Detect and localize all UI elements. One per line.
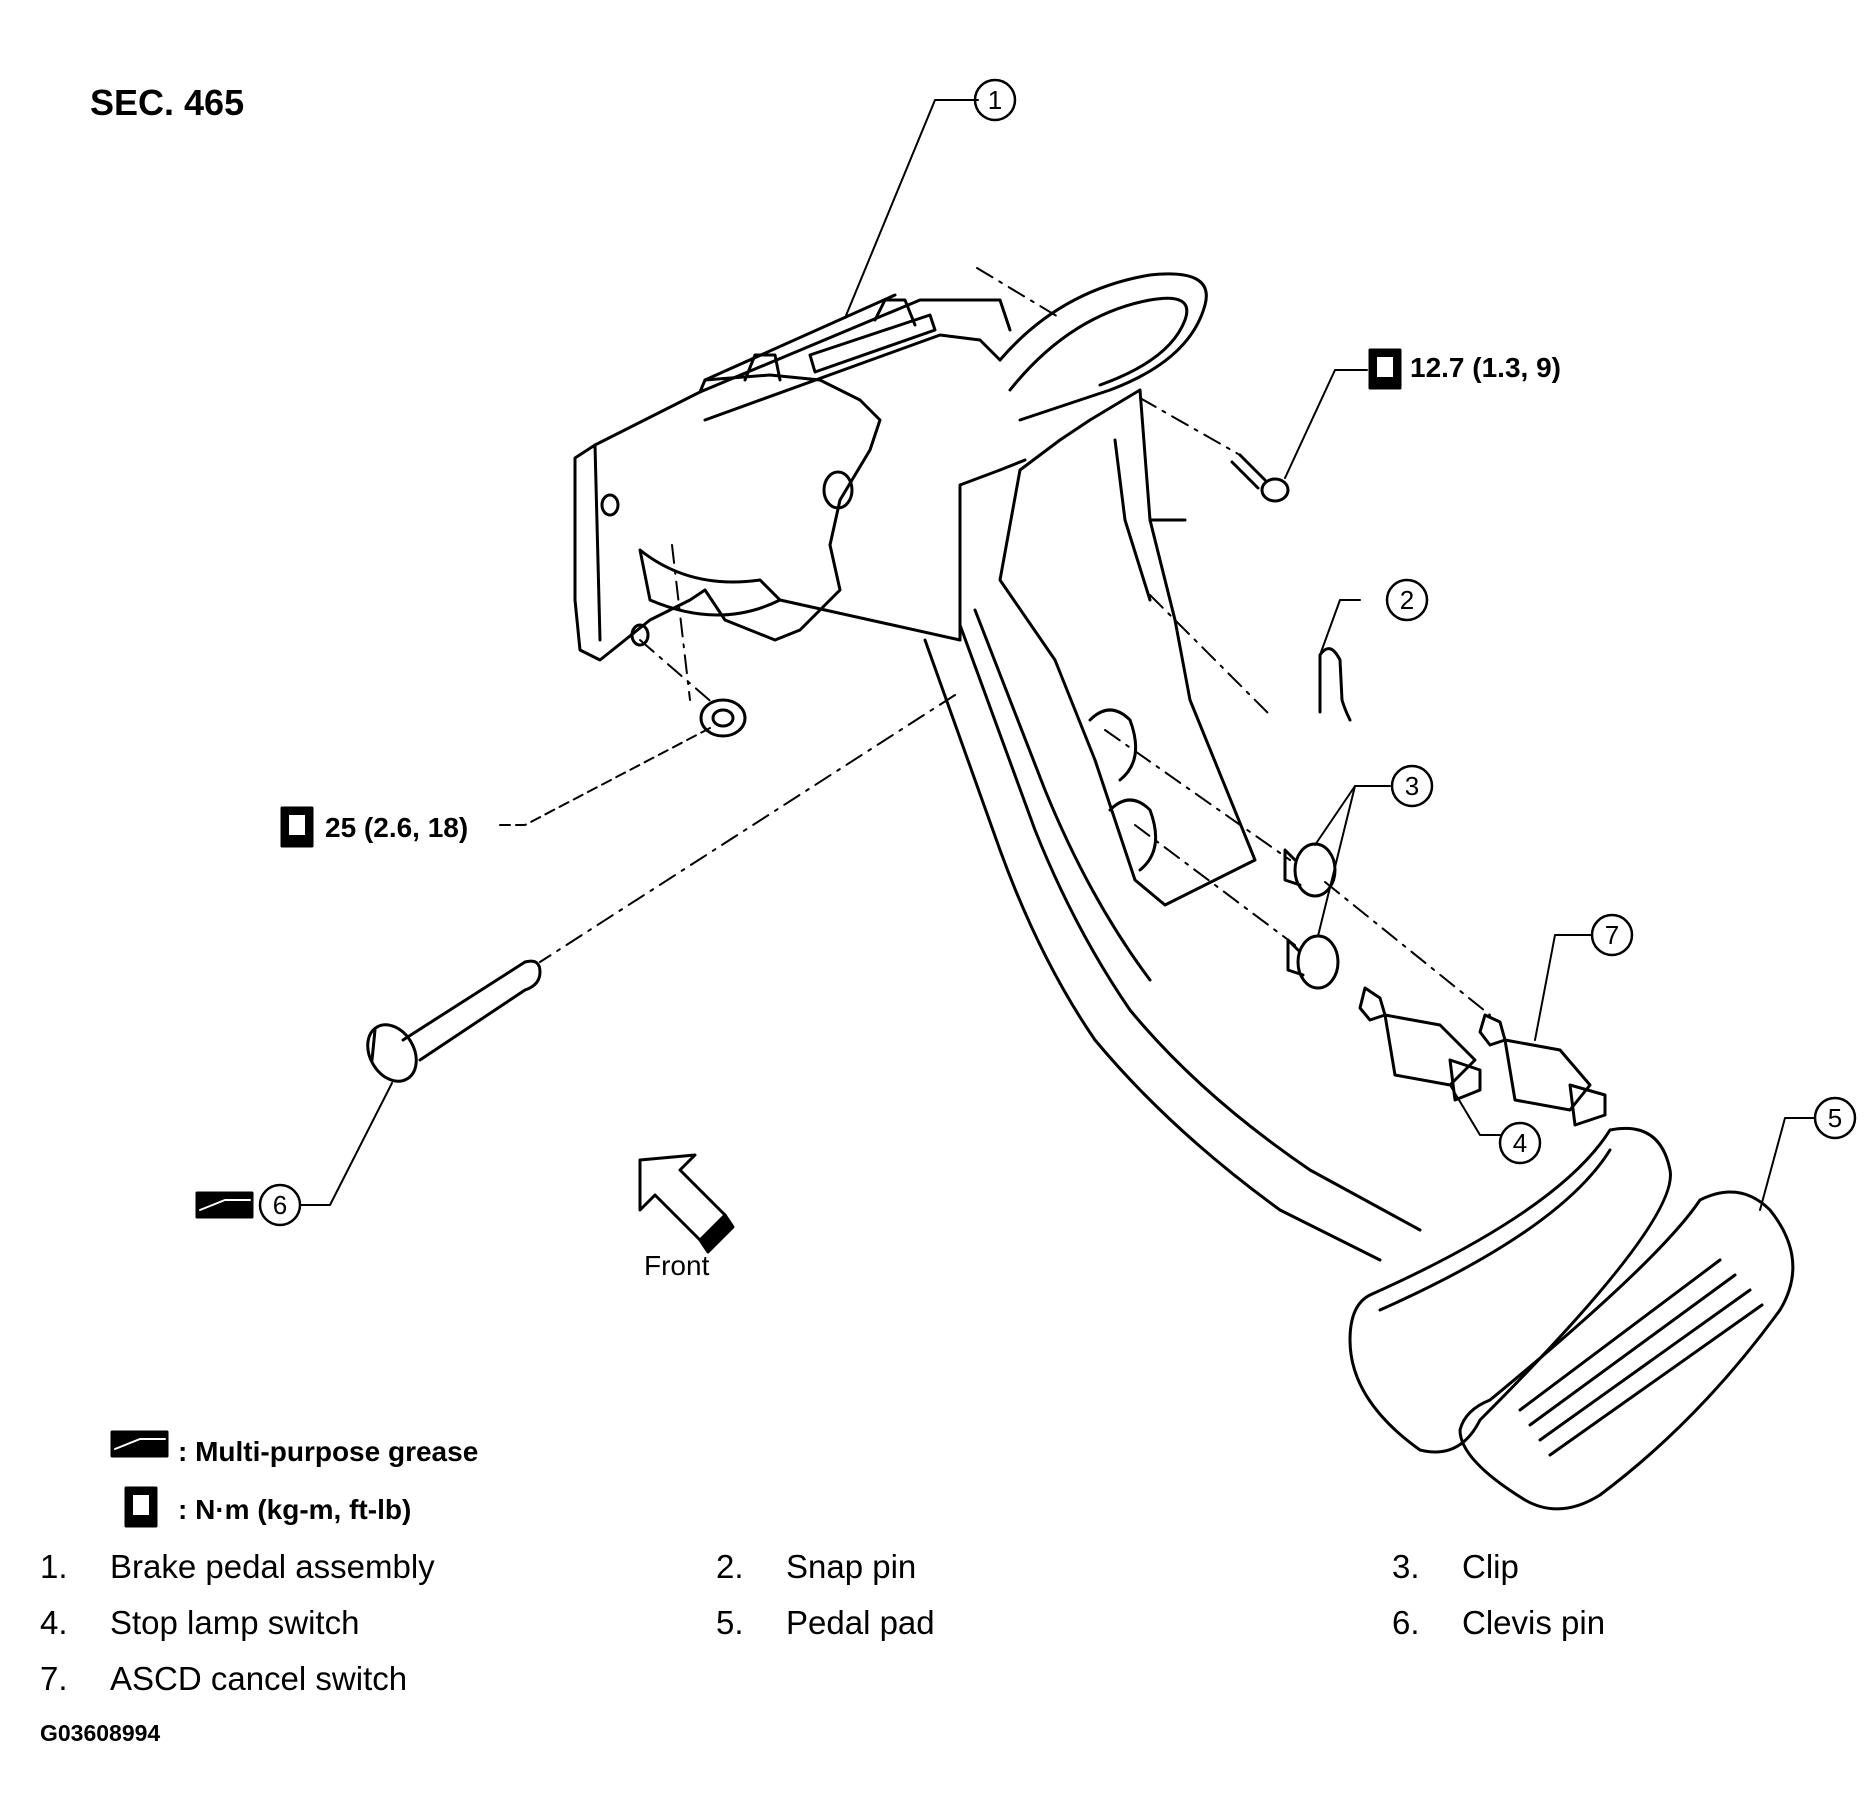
- clip-upper: [1283, 842, 1337, 898]
- torque-wrench-icon-legend: [124, 1486, 158, 1528]
- callout-6: 6: [273, 1190, 287, 1220]
- callout-circle-2: [1385, 578, 1429, 622]
- callout-circle-6: [258, 1183, 302, 1227]
- nut-torque-label: 25 (2.6, 18): [325, 812, 469, 843]
- section-label: SEC. 465: [90, 82, 245, 123]
- callout-3: 3: [1405, 771, 1419, 801]
- callout-4: 4: [1513, 1128, 1527, 1158]
- ascd-cancel-switch: [1478, 1013, 1607, 1127]
- clip-lower: [1286, 934, 1340, 990]
- pedal-pad: [1458, 1190, 1795, 1511]
- bracket-nut: [699, 698, 747, 738]
- callout-circles: [258, 78, 1857, 1227]
- grease-icon-legend: [110, 1430, 169, 1458]
- pedal-pad-rear: [1348, 1126, 1672, 1454]
- assembly-lines: [539, 267, 1491, 1016]
- callout-1: 1: [988, 85, 1002, 115]
- callout-circle-5: [1813, 1096, 1857, 1140]
- torque-wrench-icon-nut: [280, 806, 314, 848]
- bolt-torque-label: 12.7 (1.3, 9): [1410, 352, 1561, 383]
- callout-circle-1: [973, 78, 1017, 122]
- callout-circle-4: [1498, 1121, 1542, 1165]
- callout-circle-7: [1590, 913, 1634, 957]
- callout-5: 5: [1828, 1103, 1842, 1133]
- front-label: Front: [644, 1250, 710, 1281]
- stop-lamp-switch: [1358, 986, 1482, 1102]
- pedal-bracket: [573, 293, 1027, 662]
- figure-code: G03608994: [40, 1720, 161, 1746]
- torque-wrench-icon: [1368, 348, 1402, 390]
- leader-lines: [299, 99, 1816, 1211]
- legend-grease-text: : Multi-purpose grease: [178, 1436, 479, 1467]
- callout-7: 7: [1605, 920, 1619, 950]
- callout-circle-3: [1390, 764, 1434, 808]
- front-arrow-icon: [638, 1153, 735, 1254]
- grease-icon: [195, 1191, 254, 1219]
- bracket-bolt: [1230, 453, 1290, 503]
- callout-2: 2: [1400, 585, 1414, 615]
- clevis-pin: [366, 959, 542, 1083]
- legend-torque-text: : N·m (kg-m, ft-lb): [178, 1494, 412, 1525]
- pedal-loop: [998, 272, 1208, 422]
- pedal-arm: [923, 388, 1422, 1262]
- snap-pin: [1318, 647, 1352, 722]
